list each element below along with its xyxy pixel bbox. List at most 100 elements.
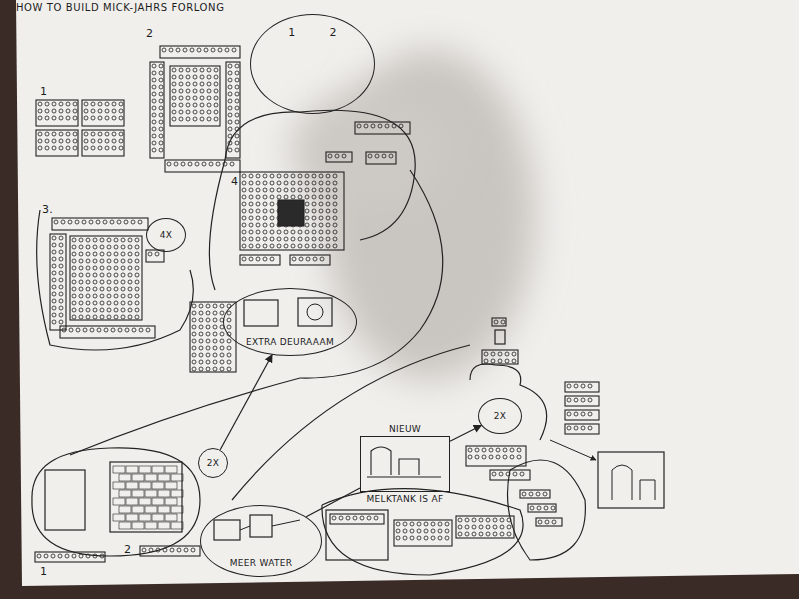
sketch-part <box>507 525 511 529</box>
sketch-part <box>107 315 111 319</box>
sketch-part <box>114 273 118 277</box>
sketch-part <box>79 238 83 242</box>
sketch-part <box>500 525 504 529</box>
sketch-part <box>86 266 90 270</box>
brick-plate <box>528 504 556 512</box>
sketch-part <box>73 102 77 106</box>
sketch-part <box>199 304 203 308</box>
sketch-part <box>193 103 197 107</box>
sketch-part <box>79 280 83 284</box>
sketch-part <box>482 350 518 364</box>
brick-wall <box>119 490 131 497</box>
sketch-part <box>277 230 281 234</box>
brick-plate <box>36 130 78 156</box>
sketch-part <box>98 102 102 106</box>
sketch-part <box>199 346 203 350</box>
sketch-part <box>121 315 125 319</box>
sketch-part <box>66 132 70 136</box>
part-bubble: 4X <box>146 218 186 252</box>
sketch-part <box>396 529 400 533</box>
sketch-part <box>146 328 150 332</box>
brick-plate <box>240 172 344 250</box>
sketch-part <box>114 315 118 319</box>
sketch-part <box>206 339 210 343</box>
sketch-part <box>52 132 56 136</box>
sketch-part <box>326 237 330 241</box>
sketch-part <box>581 398 585 402</box>
sketch-part <box>235 113 239 117</box>
brick-wall <box>139 482 151 489</box>
sketch-part <box>119 102 123 106</box>
part-bubble: MEER WATER <box>200 505 322 577</box>
brick-plate <box>565 396 599 406</box>
sketch-part <box>159 113 163 117</box>
sketch-part <box>172 68 176 72</box>
sketch-part <box>172 103 176 107</box>
sketch-part <box>263 257 267 261</box>
sketch-part <box>284 244 288 248</box>
sketch-part <box>529 492 533 496</box>
sketch-part <box>270 230 274 234</box>
sketch-part <box>152 127 156 131</box>
brick-plate <box>565 410 599 420</box>
part-sketch <box>214 520 240 540</box>
sketch-part <box>128 280 132 284</box>
sketch-part <box>305 230 309 234</box>
sketch-part <box>326 181 330 185</box>
sketch-part <box>291 237 295 241</box>
sketch-part <box>119 139 123 143</box>
shadow <box>290 90 450 210</box>
sketch-part <box>493 525 497 529</box>
part-note: EXTRA DEURAAAM <box>246 337 334 347</box>
brick-plate <box>50 234 66 330</box>
sketch-part <box>417 522 421 526</box>
sketch-part <box>277 181 281 185</box>
sketch-part <box>52 139 56 143</box>
sketch-part <box>242 230 246 234</box>
sketch-part <box>270 216 274 220</box>
sketch-part <box>128 315 132 319</box>
sketch-part <box>159 92 163 96</box>
sketch-part <box>517 455 521 459</box>
sketch-part <box>227 332 231 336</box>
sketch-part <box>333 223 337 227</box>
sketch-part <box>581 426 585 430</box>
sketch-part <box>214 110 218 114</box>
sketch-part <box>192 325 196 329</box>
sketch-part <box>312 230 316 234</box>
sketch-part <box>319 237 323 241</box>
sketch-part <box>119 146 123 150</box>
step-number: 2 <box>330 27 337 40</box>
sketch-part <box>242 244 246 248</box>
sketch-part <box>491 359 495 363</box>
sketch-part <box>396 536 400 540</box>
sketch-part <box>249 257 253 261</box>
sketch-part <box>306 257 310 261</box>
sketch-part <box>179 82 183 86</box>
sketch-part <box>100 280 104 284</box>
sketch-part <box>186 68 190 72</box>
sketch-part <box>270 174 274 178</box>
brick-plate <box>140 546 200 556</box>
step-heading: NIEUW <box>389 424 421 434</box>
sketch-part <box>482 448 486 452</box>
sketch-part <box>256 223 260 227</box>
sketch-part <box>242 188 246 192</box>
sketch-part <box>93 266 97 270</box>
brick-wall <box>158 490 170 497</box>
sketch-part <box>66 139 70 143</box>
sketch-part <box>128 245 132 249</box>
sketch-part <box>72 266 76 270</box>
sketch-part <box>256 174 260 178</box>
sketch-part <box>86 280 90 284</box>
sketch-part <box>218 48 222 52</box>
brick-wall <box>126 466 138 473</box>
sketch-part <box>93 245 97 249</box>
sketch-part <box>105 109 109 113</box>
sketch-part <box>38 146 42 150</box>
sketch-part <box>146 250 164 262</box>
sketch-part <box>360 516 364 520</box>
sketch-part <box>528 504 556 512</box>
sketch-part <box>66 146 70 150</box>
